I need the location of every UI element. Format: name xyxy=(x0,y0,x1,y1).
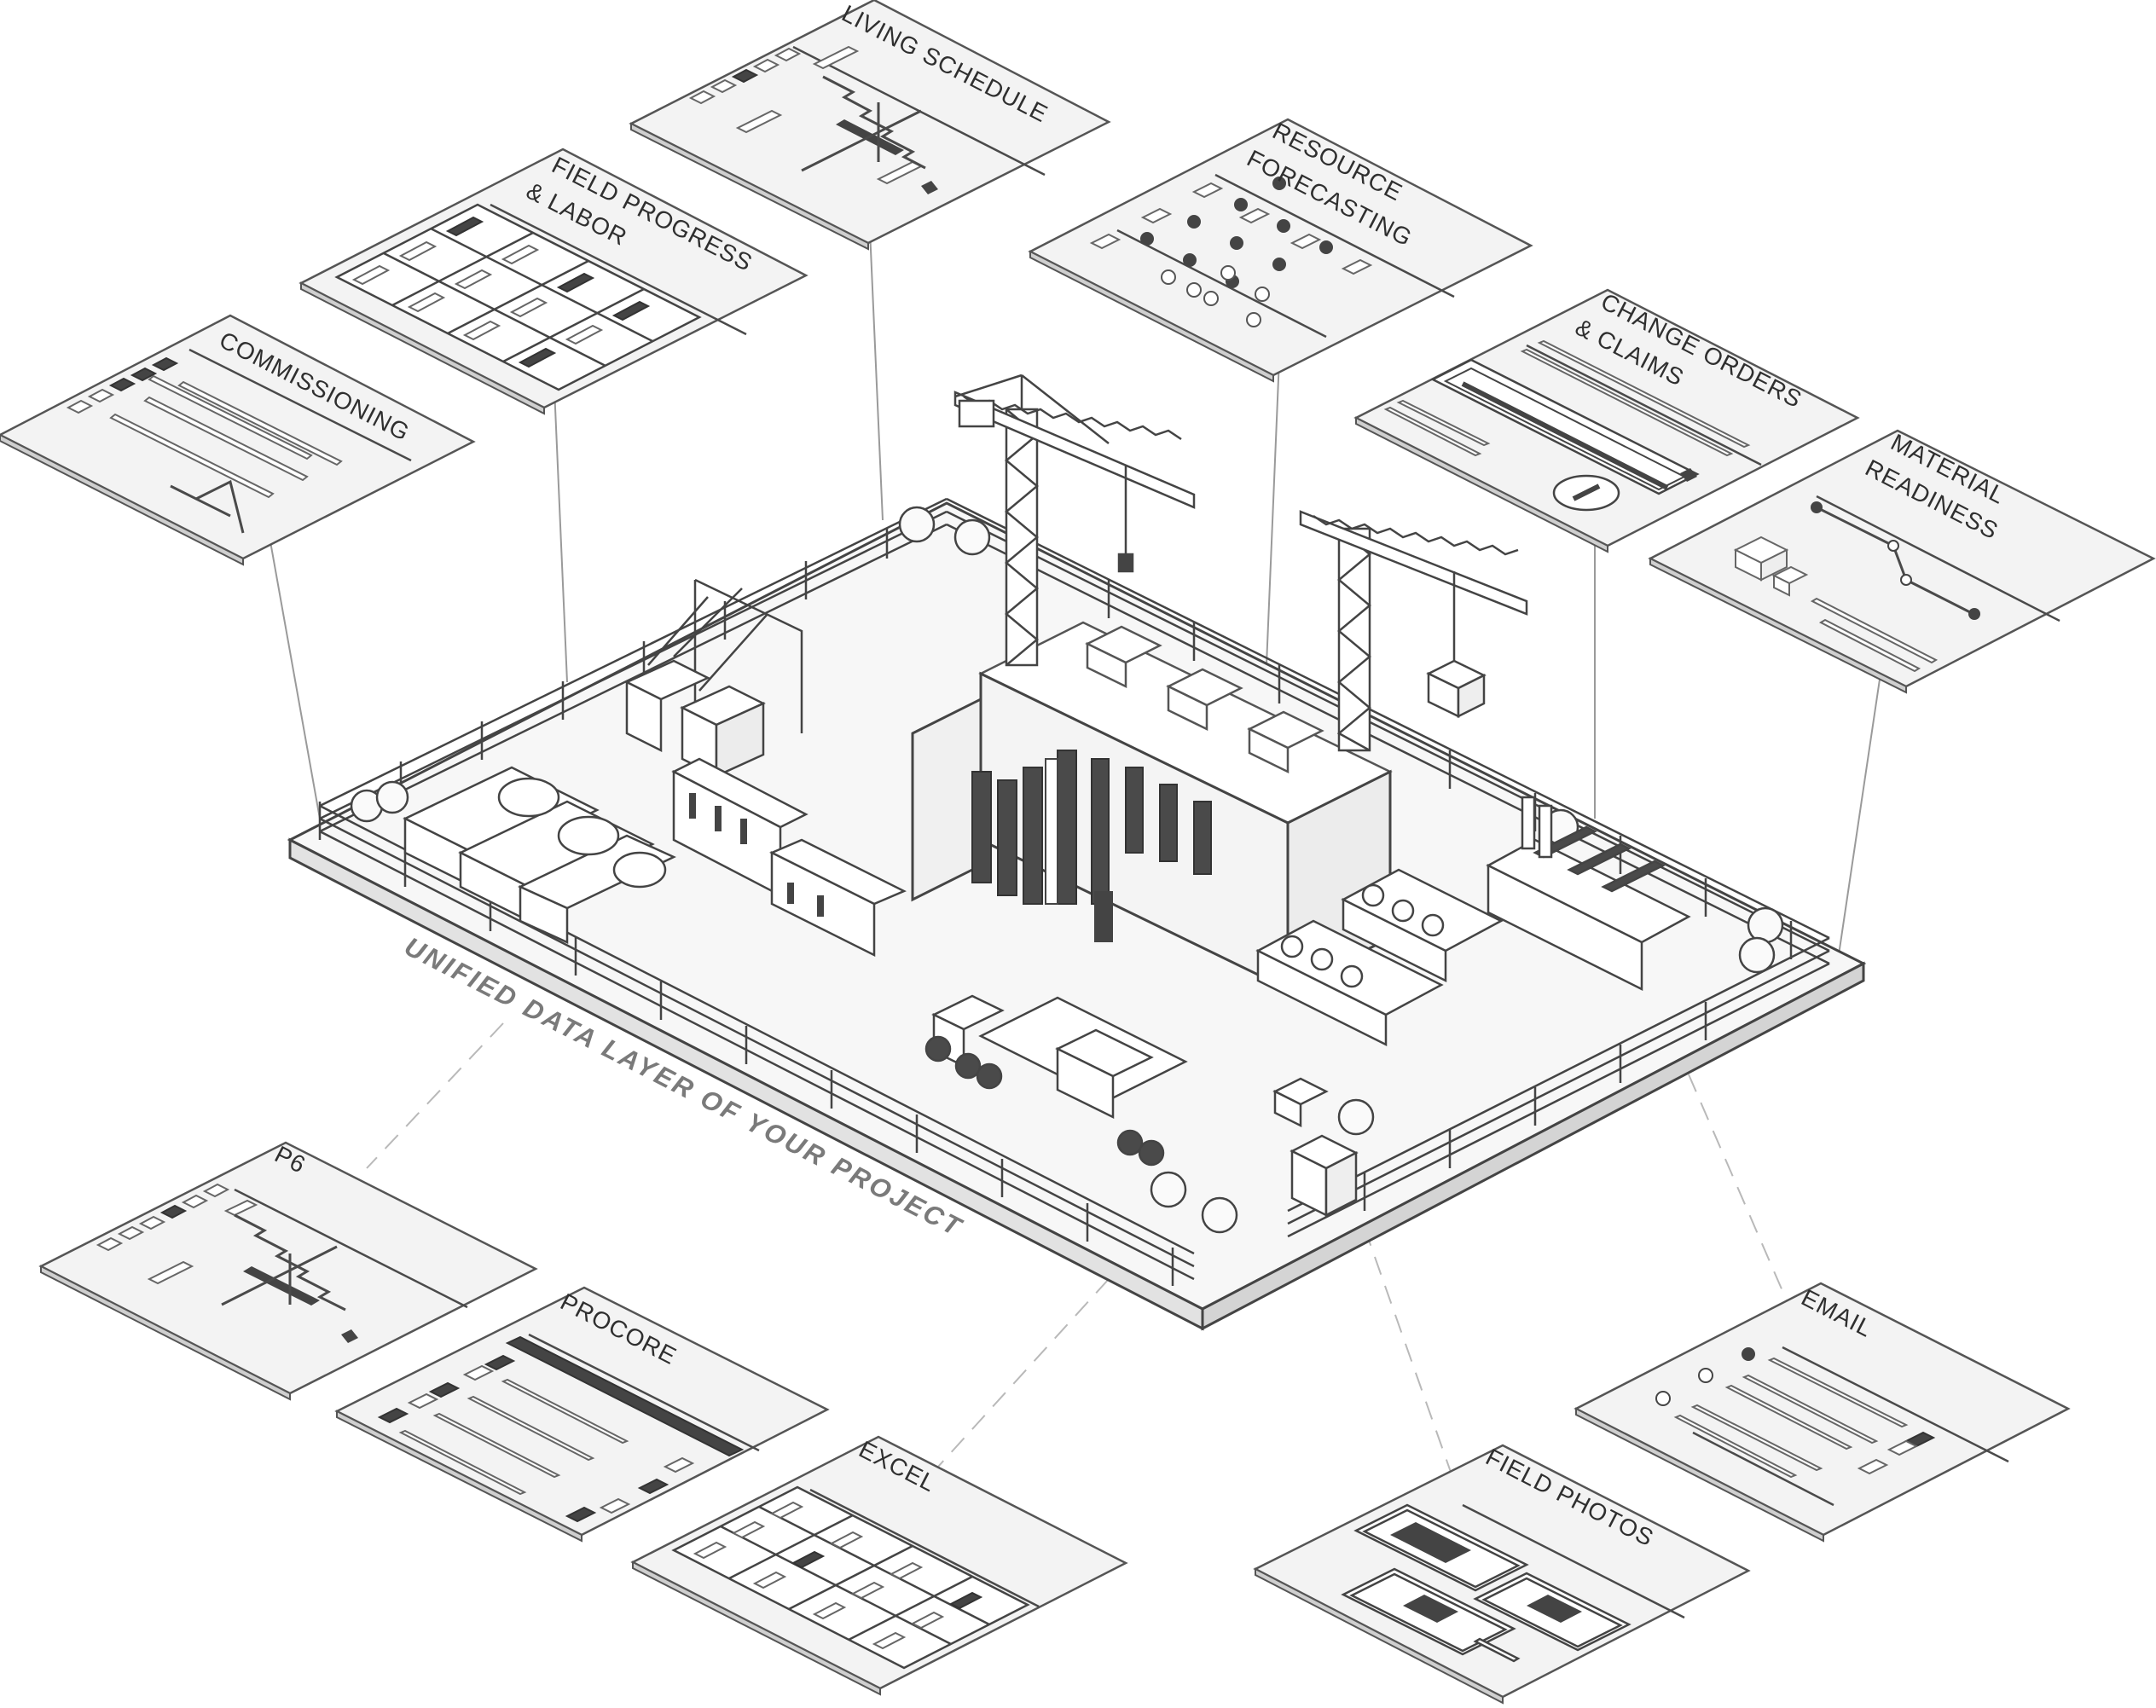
panel-field-progress: FIELD PROGRESS & LABOR xyxy=(298,148,808,415)
guard-booth xyxy=(1272,1077,1359,1218)
tower-crane-2 xyxy=(1299,510,1528,752)
panel-material-readiness: MATERIAL READINESS xyxy=(1648,429,2156,694)
switchgear xyxy=(671,757,907,958)
panel-p6: P6 xyxy=(38,1141,538,1401)
tower-crane-1 xyxy=(953,373,1196,667)
connector-lines xyxy=(255,229,1881,1519)
construction-site: UNIFIED DATA LAYER OF YOUR PROJECT xyxy=(287,373,1867,1331)
generators xyxy=(403,766,676,944)
dry-coolers xyxy=(1255,868,1504,1047)
central-building xyxy=(911,621,1393,992)
transformers xyxy=(624,578,803,779)
panel-email: EMAIL xyxy=(1574,1282,2071,1543)
power-plant xyxy=(1486,796,1691,992)
panel-field-photos: FIELD PHOTOS xyxy=(1253,1444,1751,1705)
panel-commissioning: COMMISSIONING xyxy=(0,314,476,566)
panel-excel: EXCEL xyxy=(630,1435,1128,1696)
panel-resource-forecasting: RESOURCE FORECASTING xyxy=(1028,118,1533,383)
panel-procore: PROCORE xyxy=(334,1286,830,1543)
flatbed-truck xyxy=(924,994,1188,1167)
panel-living-schedule: LIVING SCHEDULE xyxy=(629,0,1111,251)
